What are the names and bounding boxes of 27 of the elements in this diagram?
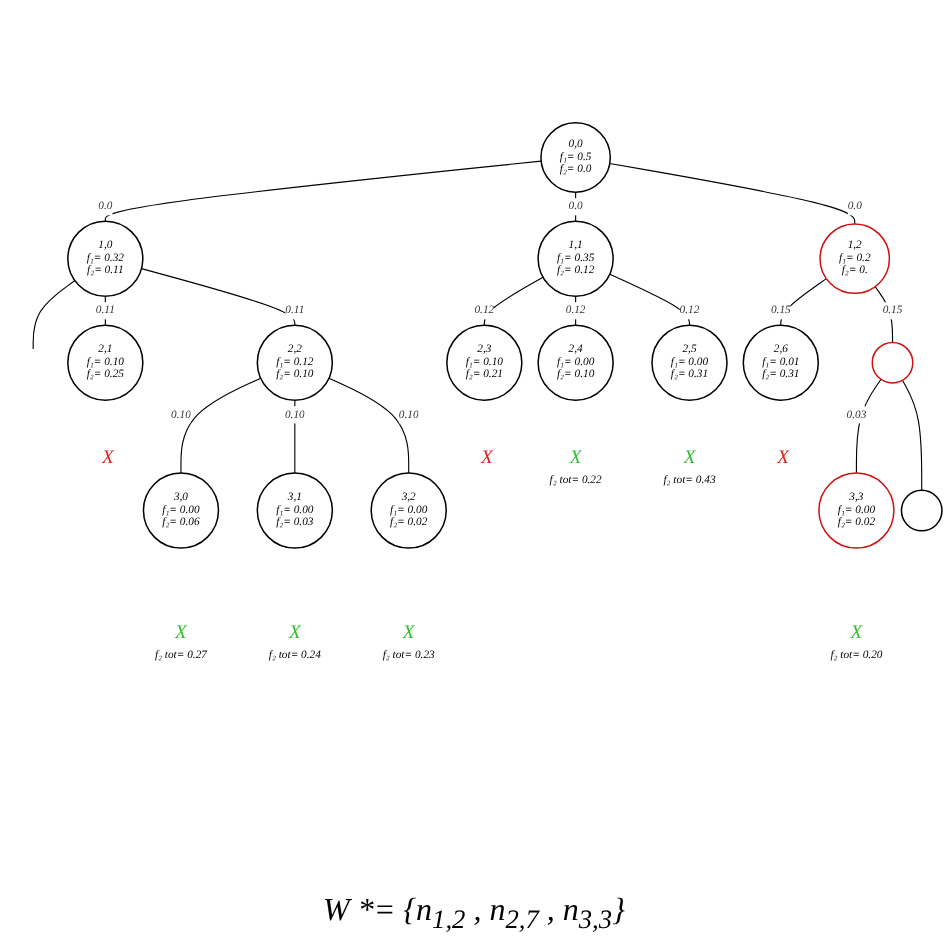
connector	[855, 378, 882, 474]
connector	[483, 276, 544, 326]
node-label: X	[850, 620, 863, 643]
node-label: X	[402, 620, 415, 643]
connector	[575, 191, 577, 222]
connector	[32, 280, 76, 350]
connector	[609, 273, 691, 326]
connector	[901, 379, 923, 491]
connector	[180, 377, 262, 474]
node-circle	[871, 341, 914, 384]
node-label: X	[569, 445, 582, 468]
connector	[104, 295, 106, 326]
connector	[328, 377, 410, 474]
node-label: X	[480, 445, 493, 468]
caption: W *= {n$_{1,2}$ , n$_{2,7}$ , n$_{3,3}$}	[323, 891, 625, 938]
connector	[140, 268, 296, 326]
connector	[609, 162, 856, 225]
connector	[294, 399, 296, 474]
node-label: X	[288, 620, 301, 643]
node-label: X	[175, 620, 187, 643]
connector	[780, 278, 827, 326]
node-label: X	[777, 445, 790, 468]
node-circle	[900, 489, 943, 532]
connector	[575, 295, 577, 326]
node-label: X	[101, 445, 114, 468]
node-label: X	[683, 445, 696, 468]
connector	[104, 160, 542, 222]
